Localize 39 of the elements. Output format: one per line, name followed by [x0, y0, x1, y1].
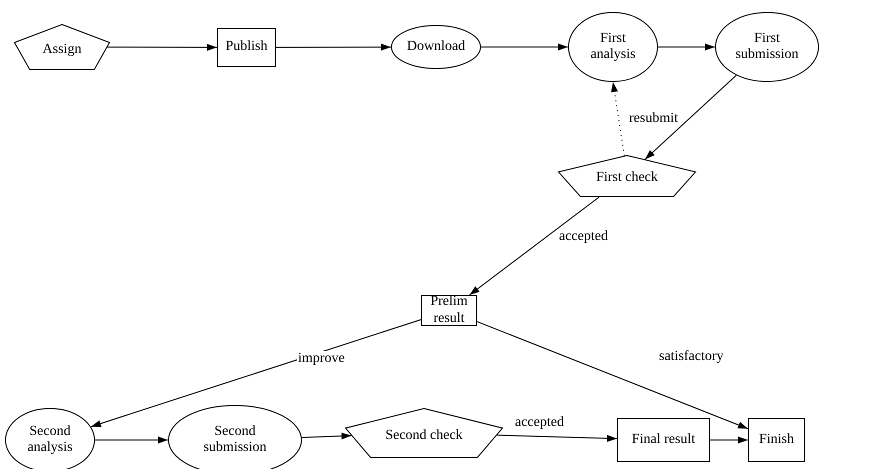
node-label: First analysis — [589, 30, 637, 64]
node-label: Second submission — [202, 424, 268, 456]
node-label: First check — [596, 170, 658, 187]
arrow — [611, 82, 625, 156]
arrow — [90, 319, 422, 428]
arrow — [644, 74, 737, 160]
node-label: Download — [406, 38, 466, 56]
node-label: Prelim result — [429, 294, 469, 327]
node-label: Second check — [385, 428, 463, 444]
process-box — [748, 418, 805, 462]
process-box — [617, 418, 710, 462]
process-box — [421, 295, 477, 326]
ellipse-node — [391, 25, 481, 69]
ellipse-node — [715, 12, 819, 82]
node-label: First submission — [734, 30, 800, 64]
node-label: Assign — [42, 42, 82, 58]
edge-label: accepted — [514, 415, 565, 430]
node-label: Publish — [225, 39, 268, 56]
node-label: Second analysis — [26, 424, 74, 456]
pentagon-node — [345, 408, 503, 458]
arrow — [301, 432, 352, 440]
arrow — [106, 44, 218, 51]
arrow — [480, 44, 568, 50]
edge-label: improve — [297, 351, 346, 366]
process-box — [217, 28, 276, 67]
ellipse-node — [568, 12, 658, 82]
arrow — [476, 321, 748, 430]
arrow — [496, 434, 618, 442]
arrow — [658, 44, 716, 50]
pentagon-node — [14, 24, 110, 70]
edge-label: satisfactory — [658, 349, 725, 364]
node-label: Finish — [758, 432, 794, 448]
pentagon-node — [558, 155, 696, 197]
arrow — [469, 196, 600, 296]
arrow — [710, 436, 748, 444]
node-label: Final result — [632, 432, 696, 448]
arrow — [276, 44, 392, 51]
arrow — [94, 436, 168, 444]
edge-label: accepted — [558, 229, 609, 244]
